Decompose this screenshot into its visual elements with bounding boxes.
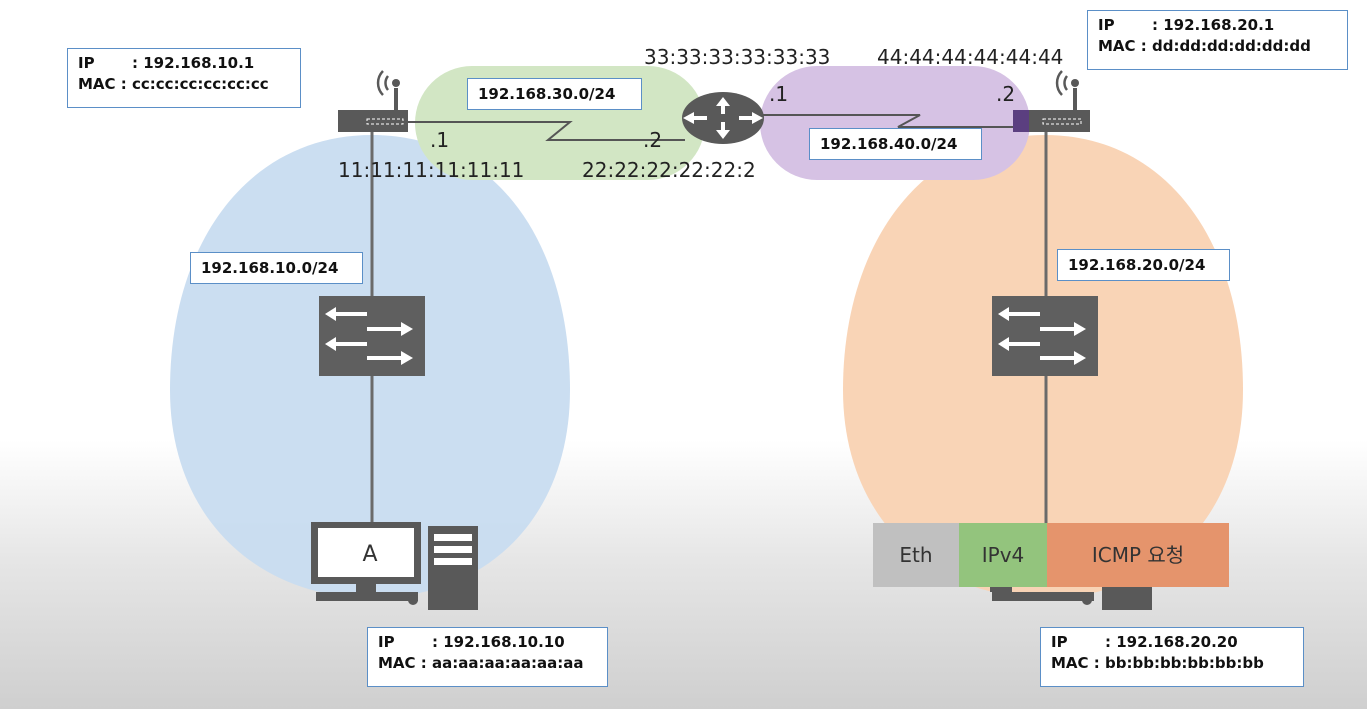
left-router-mac: : cc:cc:cc:cc:cc:cc xyxy=(120,75,269,93)
link-left-label: 192.168.30.0/24 xyxy=(467,78,642,110)
center-left-suffix: .2 xyxy=(643,128,663,152)
ip-label: IP xyxy=(1098,16,1115,34)
center-left-mac-label: 22:22:22:22:22:2 xyxy=(582,158,756,182)
left-lan-label: 192.168.10.0/24 xyxy=(190,252,363,284)
mac-label: MAC xyxy=(78,75,116,93)
packet-icmp-request: ICMP 요청 xyxy=(1047,523,1229,587)
mac-label: MAC xyxy=(378,654,416,672)
left-router-ip: : 192.168.10.1 xyxy=(132,54,255,72)
right-router-ip: : 192.168.20.1 xyxy=(1152,16,1275,34)
center-right-suffix: .1 xyxy=(769,82,789,106)
mac-label: MAC xyxy=(1098,37,1136,55)
right-lan-label: 192.168.20.0/24 xyxy=(1057,249,1230,281)
mac-label: MAC xyxy=(1051,654,1089,672)
right-router-suffix: .2 xyxy=(996,82,1016,106)
host-a-info: IP : 192.168.10.10 MAC : aa:aa:aa:aa:aa:a… xyxy=(367,627,608,687)
left-switch-icon[interactable] xyxy=(319,296,425,376)
center-right-mac-label: 33:33:33:33:33:33 xyxy=(644,45,831,69)
serial-link-left xyxy=(408,121,685,141)
left-router-suffix: .1 xyxy=(430,128,450,152)
center-router-icon[interactable] xyxy=(682,92,764,144)
ip-label: IP xyxy=(78,54,95,72)
left-router-info: IP : 192.168.10.1 MAC : cc:cc:cc:cc:cc:cc xyxy=(67,48,301,108)
left-router-mac-label: 11:11:11:11:11:11 xyxy=(338,158,525,182)
right-switch-icon[interactable] xyxy=(992,296,1098,376)
host-a-mac: : aa:aa:aa:aa:aa:aa xyxy=(420,654,584,672)
right-router-icon[interactable] xyxy=(1013,70,1090,132)
host-b-mac: : bb:bb:bb:bb:bb:bb xyxy=(1093,654,1264,672)
host-b-info: IP : 192.168.20.20 MAC : bb:bb:bb:bb:bb:b… xyxy=(1040,627,1304,687)
host-b-ip: : 192.168.20.20 xyxy=(1105,633,1238,651)
right-router-mac-label: 44:44:44:44:44:44 xyxy=(877,45,1064,69)
link-right-label: 192.168.40.0/24 xyxy=(809,128,982,160)
right-router-info: IP : 192.168.20.1 MAC : dd:dd:dd:dd:dd:dd xyxy=(1087,10,1348,70)
host-a-ip: : 192.168.10.10 xyxy=(432,633,565,651)
host-a-name: A xyxy=(362,542,377,567)
link-right-area xyxy=(760,66,1030,180)
ip-label: IP xyxy=(378,633,395,651)
left-router-icon[interactable] xyxy=(338,70,408,132)
host-a-computer-icon[interactable]: A xyxy=(311,522,478,610)
serial-link-right xyxy=(758,114,1015,128)
packet-eth-header: Eth xyxy=(873,523,959,587)
packet-ipv4-header: IPv4 xyxy=(959,523,1047,587)
right-router-mac: : dd:dd:dd:dd:dd:dd xyxy=(1140,37,1311,55)
ip-label: IP xyxy=(1051,633,1068,651)
host-b-computer-icon[interactable] xyxy=(990,584,1152,610)
